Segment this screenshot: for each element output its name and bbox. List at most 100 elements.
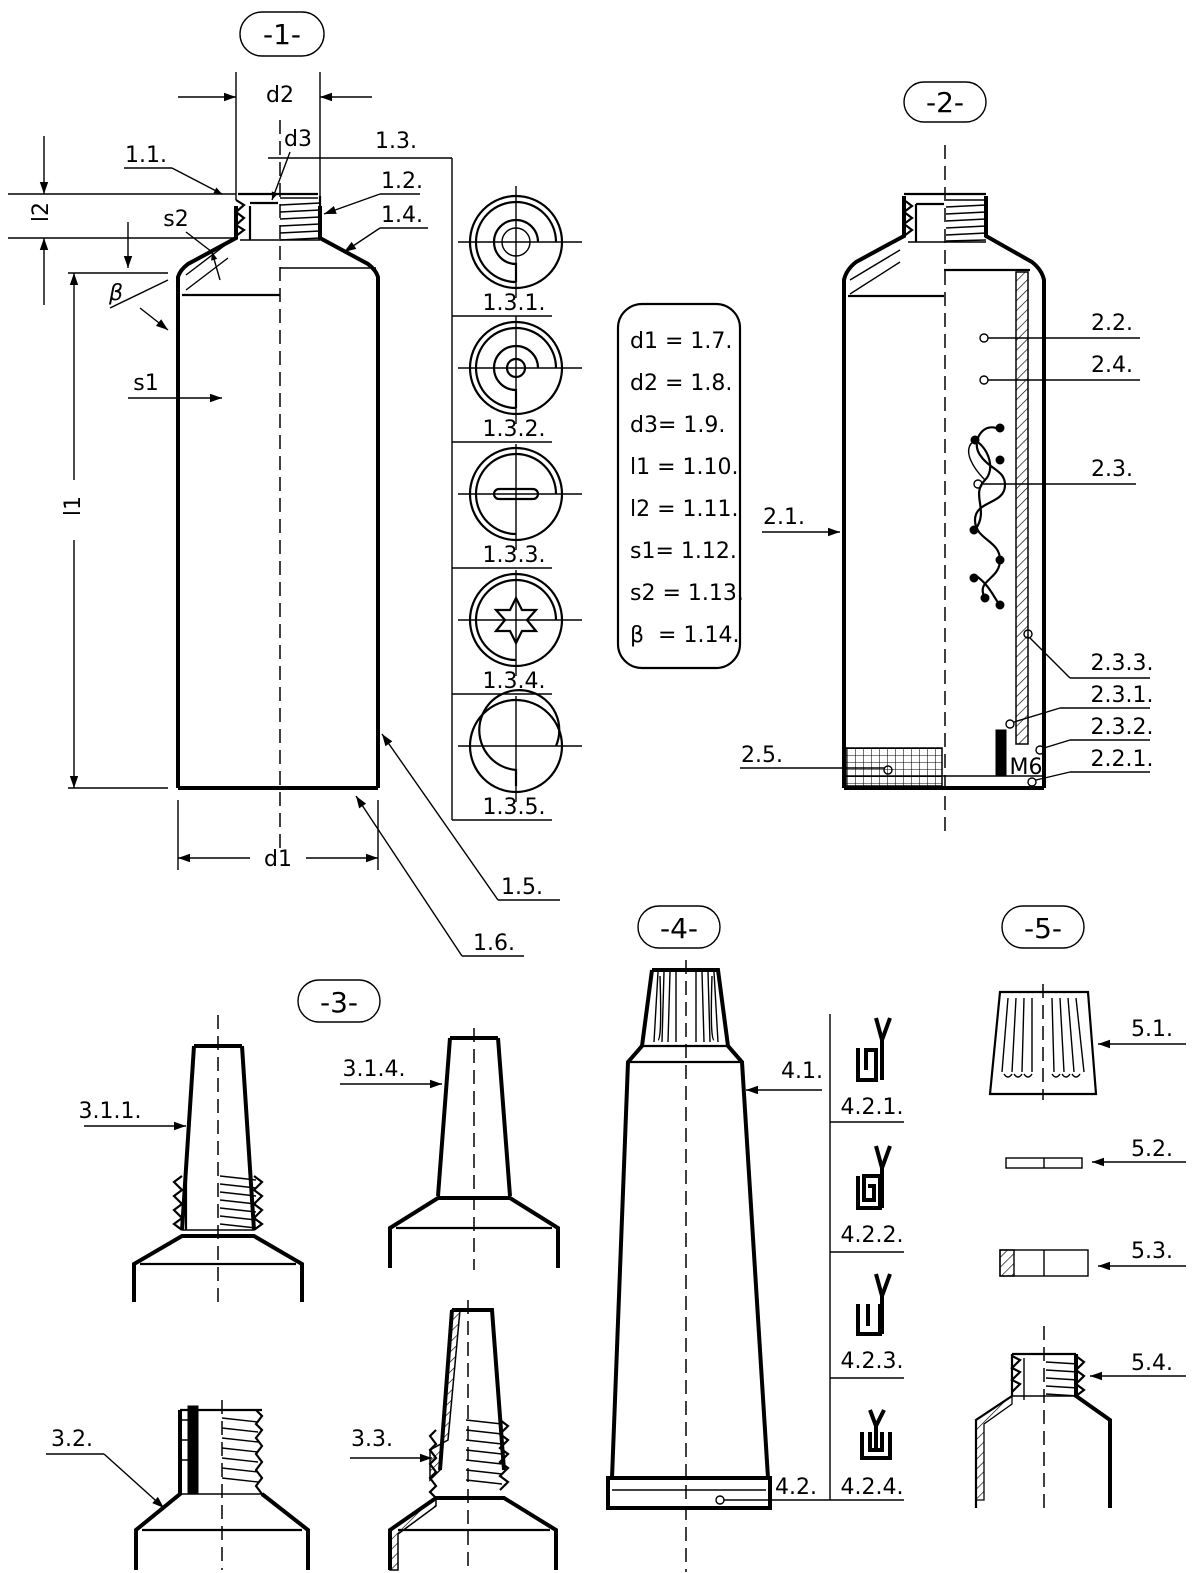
panel-3: -3- 3.1.1. 3.1.4. bbox=[46, 979, 560, 1571]
dim-beta: β bbox=[108, 222, 169, 331]
legend-item: l2 = 1.11. bbox=[630, 497, 739, 522]
dim-d2: d2 bbox=[178, 72, 372, 200]
svg-text:1.6.: 1.6. bbox=[473, 931, 515, 956]
svg-text:2.3.2.: 2.3.2. bbox=[1091, 715, 1154, 740]
leader-2-3-1: 2.3.1. bbox=[1005, 683, 1154, 729]
grid-block bbox=[845, 747, 943, 787]
svg-text:5.4.: 5.4. bbox=[1131, 1351, 1173, 1376]
cap-5-1 bbox=[988, 984, 1098, 1100]
dim-d3: d3 bbox=[271, 127, 312, 201]
svg-text:2.3.3.: 2.3.3. bbox=[1091, 651, 1154, 676]
crimp-4-2-1: 4.2.1. bbox=[841, 1017, 904, 1120]
svg-text:1.1.: 1.1. bbox=[125, 143, 167, 168]
crimp-4-2-2: 4.2.2. bbox=[841, 1145, 903, 1248]
panel-2: -2- bbox=[740, 81, 1154, 836]
legend-item: l1 = 1.10. bbox=[630, 455, 739, 480]
neck-5-4 bbox=[974, 1326, 1112, 1508]
svg-text:2.3.1.: 2.3.1. bbox=[1091, 683, 1154, 708]
panel-5-badge: -5- bbox=[1001, 905, 1085, 949]
svg-text:1.3.: 1.3. bbox=[375, 129, 417, 154]
dim-s2: s2 bbox=[163, 207, 221, 281]
svg-text:4.2.3.: 4.2.3. bbox=[841, 1349, 904, 1374]
cap-views: 1.3.1. 1.3.2. 1.3.3. bbox=[452, 186, 582, 821]
svg-text:5.2.: 5.2. bbox=[1131, 1137, 1173, 1162]
svg-text:d2: d2 bbox=[266, 83, 294, 108]
panel-2-badge: -2- bbox=[903, 81, 987, 123]
svg-text:4.1.: 4.1. bbox=[781, 1059, 823, 1084]
leader-3-2: 3.2. bbox=[46, 1427, 165, 1509]
svg-text:2.2.1.: 2.2.1. bbox=[1091, 747, 1154, 772]
leader-2-4: 2.4. bbox=[979, 353, 1140, 385]
svg-text:3.2.: 3.2. bbox=[51, 1427, 93, 1452]
svg-text:2.3.: 2.3. bbox=[1091, 457, 1133, 482]
svg-text:1.5.: 1.5. bbox=[501, 875, 543, 900]
svg-text:-1-: -1- bbox=[263, 18, 301, 51]
legend-box: d1 = 1.7. d2 = 1.8. d3= 1.9. l1 = 1.10. … bbox=[616, 302, 744, 670]
leader-2-3-2: 2.3.2. bbox=[1035, 715, 1154, 755]
svg-text:1.3.5.: 1.3.5. bbox=[483, 795, 546, 820]
svg-text:-5-: -5- bbox=[1024, 912, 1062, 945]
neck-3-2 bbox=[134, 1400, 310, 1570]
leader-3-3: 3.3. bbox=[350, 1427, 432, 1463]
legend-item: d2 = 1.8. bbox=[630, 371, 732, 396]
svg-text:M6: M6 bbox=[1010, 755, 1043, 780]
cap-view-1-3-1: 1.3.1. bbox=[458, 186, 582, 316]
svg-text:d1: d1 bbox=[264, 847, 292, 872]
dim-d1: d1 bbox=[177, 800, 379, 872]
svg-text:1.2.: 1.2. bbox=[381, 169, 423, 194]
nozzle-3-1-4 bbox=[388, 1028, 560, 1270]
svg-text:4.2.1.: 4.2.1. bbox=[841, 1095, 904, 1120]
leader-1-6: 1.6. bbox=[355, 795, 524, 957]
svg-text:d3: d3 bbox=[284, 127, 312, 152]
leader-1-2: 1.2. bbox=[323, 169, 423, 215]
svg-text:3.1.4.: 3.1.4. bbox=[343, 1057, 406, 1082]
legend-item: d1 = 1.7. bbox=[630, 329, 732, 354]
legend-item: β = 1.14. bbox=[630, 623, 739, 648]
svg-text:s2: s2 bbox=[163, 207, 188, 232]
leader-2-3-3: 2.3.3. bbox=[1023, 629, 1154, 679]
leader-2-1: 2.1. bbox=[762, 505, 840, 537]
coil-shape bbox=[968, 423, 1007, 610]
cap-view-1-3-3: 1.3.3. bbox=[458, 444, 582, 568]
leader-4-1: 4.1. bbox=[746, 1059, 823, 1095]
svg-text:3.1.1.: 3.1.1. bbox=[79, 1099, 142, 1124]
legend-item: d3= 1.9. bbox=[630, 413, 725, 438]
leader-3-1-1: 3.1.1. bbox=[79, 1099, 186, 1131]
weight-bar bbox=[995, 729, 1007, 777]
svg-text:5.1.: 5.1. bbox=[1131, 1017, 1173, 1042]
svg-text:l1: l1 bbox=[61, 496, 86, 516]
cap-view-1-3-5: 1.3.5. bbox=[458, 689, 582, 820]
legend-item: s1= 1.12. bbox=[630, 539, 737, 564]
svg-text:1.3.3.: 1.3.3. bbox=[483, 543, 546, 568]
panel-4: -4- 4.1. 4.2. bbox=[606, 905, 904, 1572]
svg-text:4.2.: 4.2. bbox=[775, 1475, 817, 1500]
leader-5-2: 5.2. bbox=[1092, 1137, 1186, 1167]
leader-2-2-1: 2.2.1. bbox=[1027, 747, 1154, 787]
dip-tube-2 bbox=[1015, 271, 1029, 745]
svg-text:2.5.: 2.5. bbox=[741, 743, 783, 768]
svg-text:1.3.1.: 1.3.1. bbox=[483, 291, 546, 316]
svg-text:-4-: -4- bbox=[660, 912, 698, 945]
svg-text:2.1.: 2.1. bbox=[763, 505, 805, 530]
svg-text:3.3.: 3.3. bbox=[351, 1427, 393, 1452]
bottle-1 bbox=[176, 120, 380, 855]
svg-text:1.4.: 1.4. bbox=[381, 203, 423, 228]
cap-view-1-3-4: 1.3.4. bbox=[458, 570, 582, 694]
leader-4-2: 4.2. bbox=[724, 1475, 830, 1501]
nozzle-3-1-1 bbox=[132, 1015, 304, 1305]
svg-text:1.3.2.: 1.3.2. bbox=[483, 417, 546, 442]
svg-text:4.2.4.: 4.2.4. bbox=[841, 1475, 904, 1500]
leader-5-3: 5.3. bbox=[1098, 1239, 1186, 1271]
dim-l2: l2 bbox=[8, 136, 236, 305]
dim-s1: s1 bbox=[128, 371, 222, 403]
svg-text:5.3.: 5.3. bbox=[1131, 1239, 1173, 1264]
crimp-column: 4.2.1. 4.2.2. 4.2.3. 4.2.4. bbox=[829, 1014, 904, 1501]
leader-1-3: 1.3. bbox=[268, 129, 453, 820]
panel-1: -1- d2 bbox=[8, 11, 744, 957]
dim-l1: l1 bbox=[61, 272, 168, 789]
leader-1-5: 1.5. bbox=[381, 733, 560, 901]
svg-text:-3-: -3- bbox=[320, 986, 358, 1019]
svg-text:l2: l2 bbox=[29, 202, 54, 222]
panel-4-badge: -4- bbox=[637, 905, 721, 949]
